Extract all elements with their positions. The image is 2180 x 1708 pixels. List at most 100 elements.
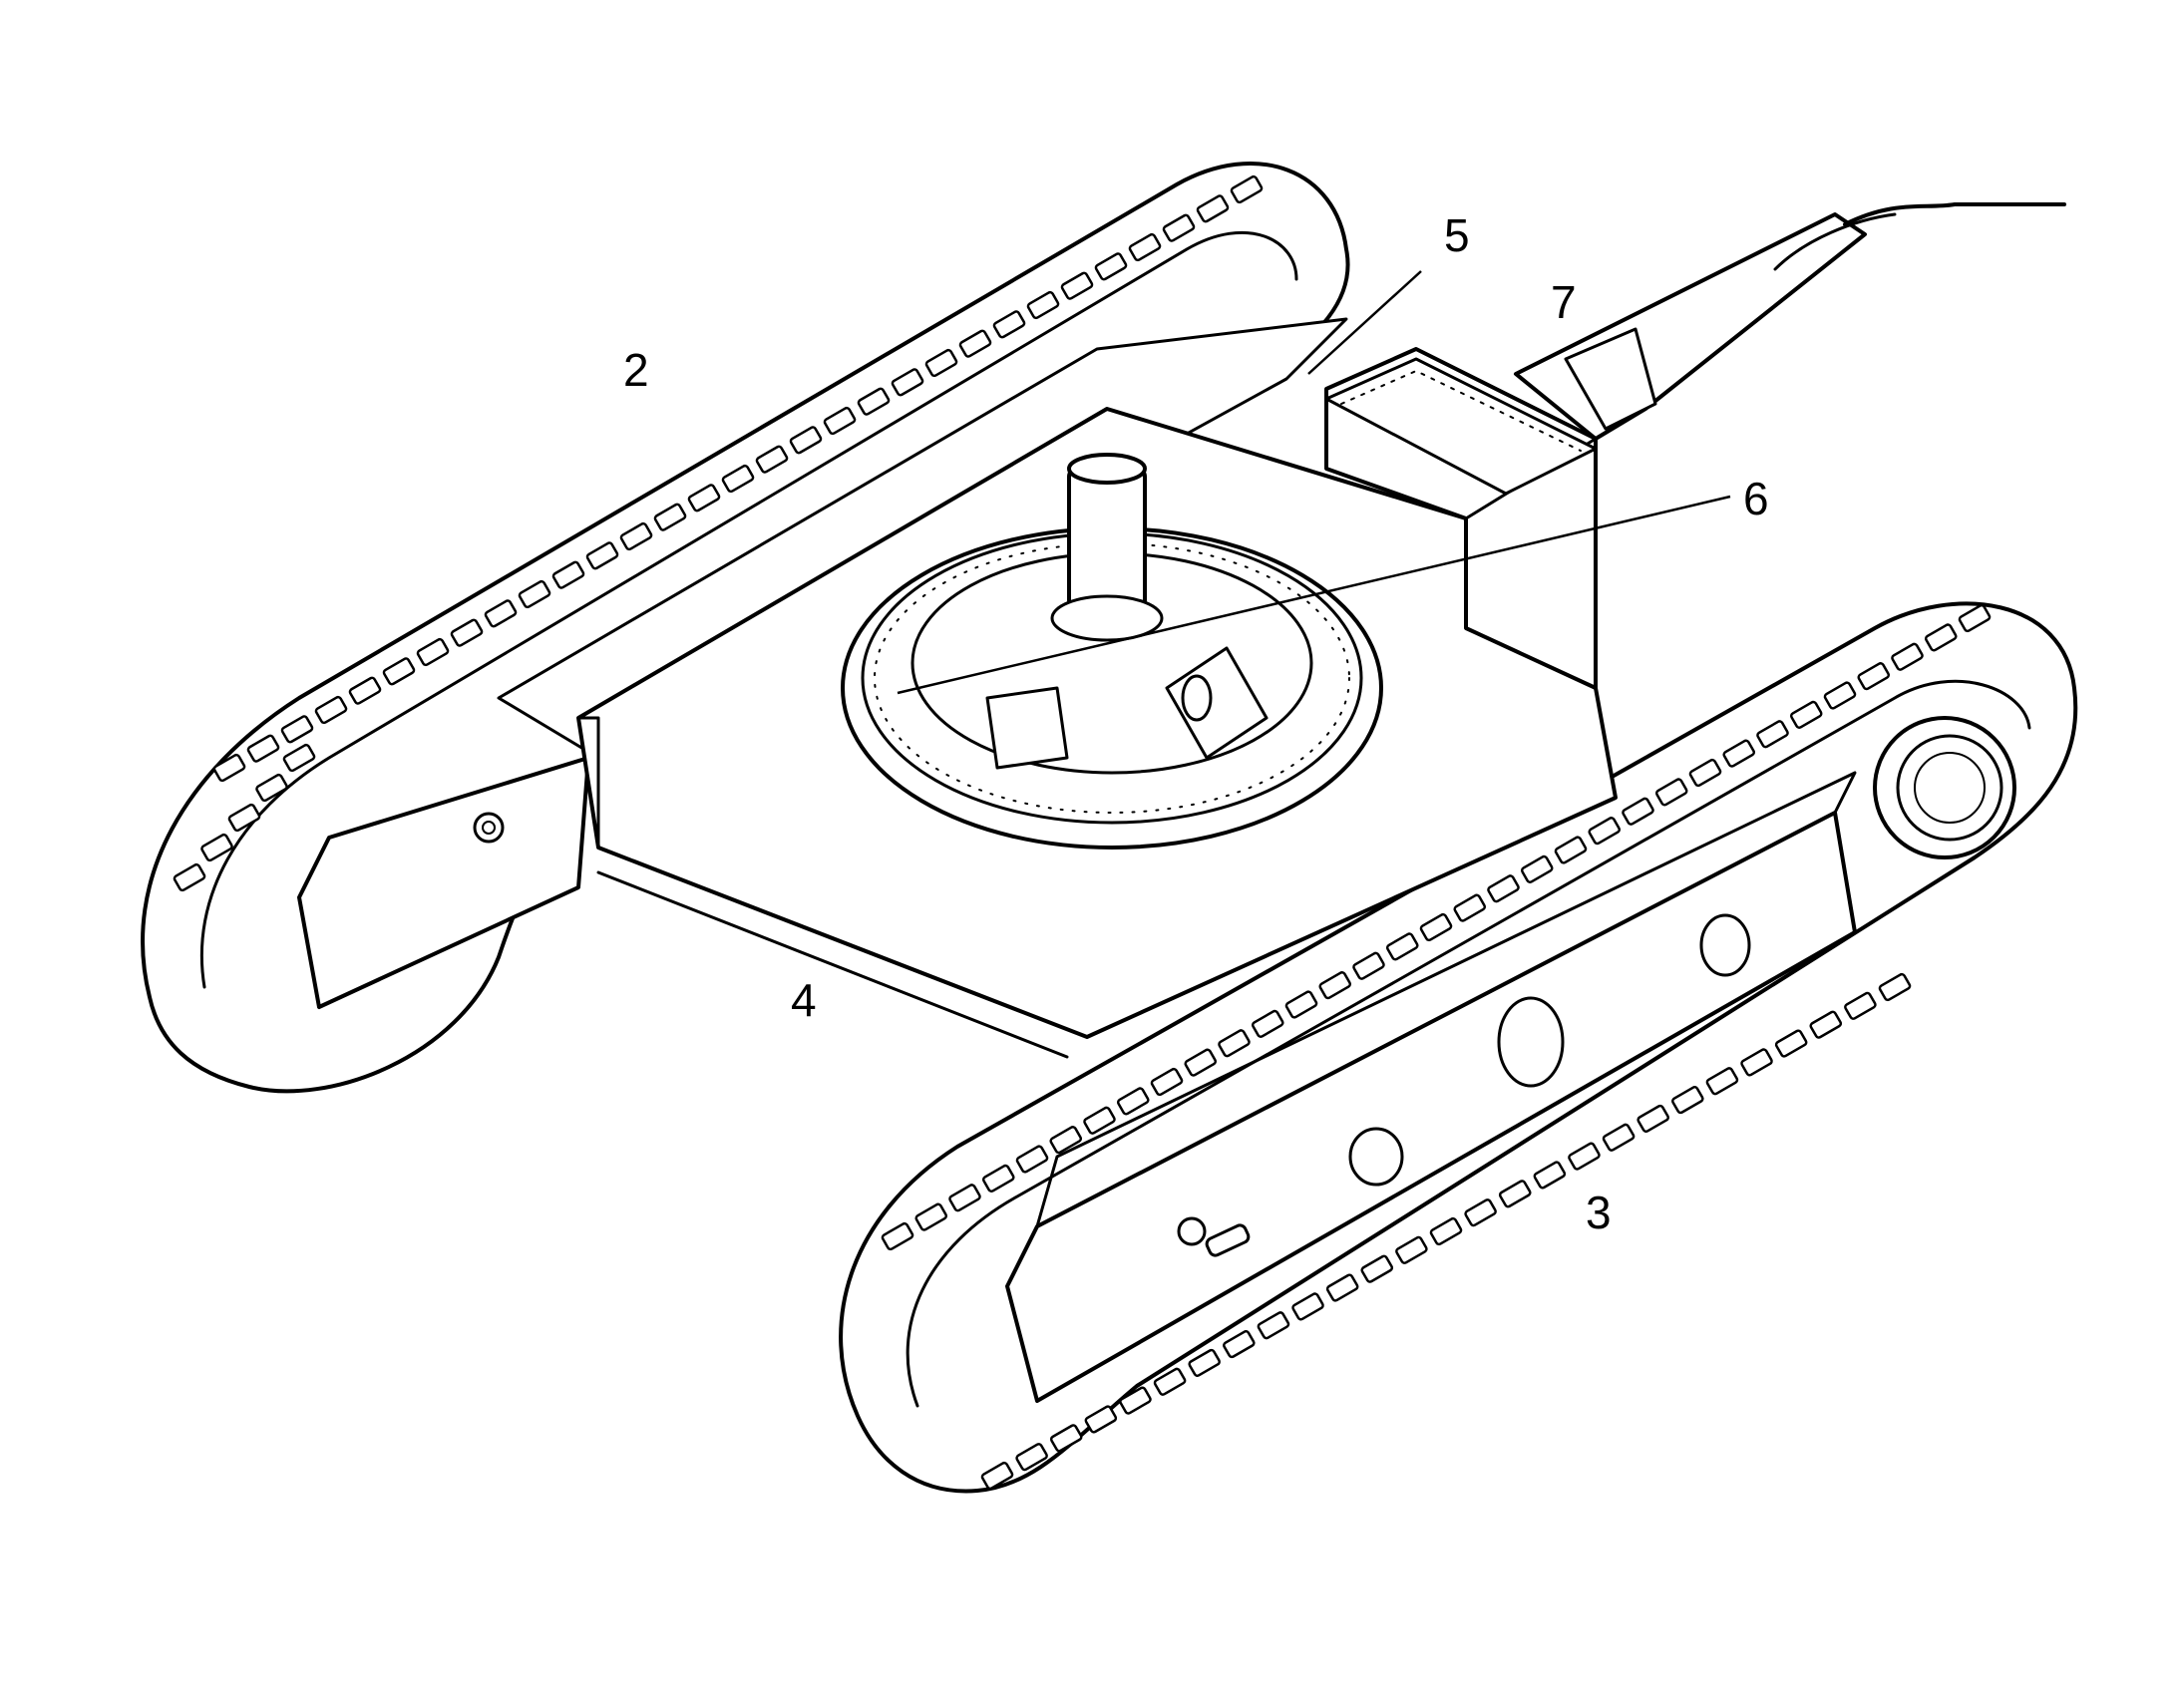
track-shoe: [1015, 1145, 1049, 1174]
drive-motor: [1873, 716, 2016, 859]
track-shoe: [1688, 758, 1722, 788]
callout-3: 3: [1586, 1187, 1612, 1238]
control-cable: [1843, 202, 2066, 226]
track-shoe: [1857, 662, 1891, 691]
track-shoe: [1119, 1386, 1152, 1415]
track-shoe: [282, 743, 316, 773]
track-shoe: [1419, 912, 1453, 942]
track-shoe: [173, 862, 206, 892]
track-shoe: [1230, 174, 1264, 204]
track-shoe: [881, 1221, 914, 1251]
track-shoe: [484, 599, 518, 628]
callout-5: 5: [1444, 209, 1470, 261]
track-shoe: [1520, 854, 1554, 883]
callout-7: 7: [1551, 276, 1577, 328]
track-shoe: [1844, 991, 1877, 1020]
track-shoe: [314, 695, 348, 725]
track-shoe: [721, 464, 755, 494]
track-shoe: [1395, 1235, 1428, 1264]
track-shoe: [1385, 932, 1419, 961]
track-shoe: [1318, 971, 1352, 1000]
track-shoe: [255, 773, 288, 803]
track-shoe: [1325, 1273, 1359, 1302]
track-shoe: [585, 541, 619, 570]
track-shoe: [416, 637, 450, 667]
track-shoe: [1654, 778, 1688, 807]
track-shoe: [200, 833, 233, 862]
left-track-shoes: [173, 174, 1264, 892]
track-shoe: [1049, 1424, 1083, 1453]
track-shoe: [1060, 271, 1094, 300]
track-shoe: [1015, 1443, 1048, 1472]
right-track-shoes: [881, 603, 1992, 1491]
track-shoe: [981, 1164, 1015, 1193]
track-shoe: [1150, 1067, 1184, 1097]
track-shoe: [348, 676, 382, 705]
track-shoe: [1453, 893, 1487, 922]
track-shoe: [891, 368, 924, 397]
track-shoe: [914, 1202, 948, 1231]
track-shoe: [1588, 817, 1622, 846]
car-body: [576, 407, 1618, 1059]
track-shoe: [1184, 1048, 1218, 1077]
track-shoe: [450, 618, 484, 647]
leader-lines: [897, 270, 1731, 695]
track-shoe: [1891, 642, 1924, 671]
track-shoe: [789, 426, 823, 455]
track-shoe: [1722, 739, 1756, 768]
track-shoe: [1498, 1180, 1532, 1208]
track-shoe: [1128, 232, 1162, 262]
track-shoe: [1083, 1106, 1116, 1135]
track-shoe: [1740, 1048, 1773, 1077]
track-shoe: [1533, 1161, 1567, 1190]
track-shoe: [1878, 972, 1912, 1002]
right-crawler-track: [839, 601, 2078, 1494]
callout-6: 6: [1743, 473, 1769, 524]
track-shoe: [1188, 1348, 1221, 1378]
track-shoe: [1153, 1367, 1187, 1396]
track-shoe: [619, 521, 653, 551]
track-shoe: [823, 406, 857, 436]
track-shoe: [1464, 1198, 1497, 1227]
track-shoe: [1360, 1254, 1394, 1283]
track-shoe: [382, 657, 416, 686]
track-shoe: [1636, 1104, 1669, 1134]
track-shoe: [1084, 1405, 1118, 1434]
lifting-eye-icon: [473, 812, 505, 844]
track-shoe: [924, 348, 958, 378]
track-shoe: [1671, 1085, 1704, 1115]
track-shoe: [1789, 700, 1823, 729]
rear-frame-box: [1324, 202, 2066, 690]
track-shoe: [1049, 1126, 1083, 1155]
track-shoe: [1223, 1329, 1256, 1359]
callout-2: 2: [623, 344, 649, 396]
track-shoe: [1162, 213, 1196, 242]
track-shoe: [1116, 1087, 1150, 1116]
track-shoe: [687, 484, 721, 512]
track-shoe: [551, 560, 585, 589]
track-shoe: [1809, 1010, 1843, 1039]
track-shoe: [1352, 951, 1385, 980]
track-shoe: [1257, 1311, 1290, 1340]
track-shoe: [1705, 1067, 1739, 1096]
track-shoe: [1823, 681, 1857, 710]
track-shoe: [1568, 1142, 1601, 1171]
callout-4: 4: [791, 974, 817, 1026]
track-shoe: [1429, 1216, 1463, 1246]
track-shoe: [958, 329, 992, 358]
track-shoe: [246, 734, 280, 763]
track-shoe: [518, 579, 551, 609]
inspection-cover-icon: [1348, 913, 1751, 1187]
track-shoe: [653, 503, 687, 531]
rotary-swivel-joint: [1067, 467, 1147, 610]
track-shoe: [1196, 194, 1230, 223]
track-shoe: [992, 310, 1026, 339]
track-shoe: [1774, 1029, 1808, 1058]
track-shoe: [1756, 720, 1789, 749]
track-shoe: [1487, 874, 1520, 903]
callout-labels: 2 3 4 5 6 7: [623, 209, 1769, 1238]
track-shoe: [980, 1461, 1014, 1491]
track-shoe: [1602, 1123, 1635, 1152]
track-shoe: [1291, 1292, 1324, 1321]
